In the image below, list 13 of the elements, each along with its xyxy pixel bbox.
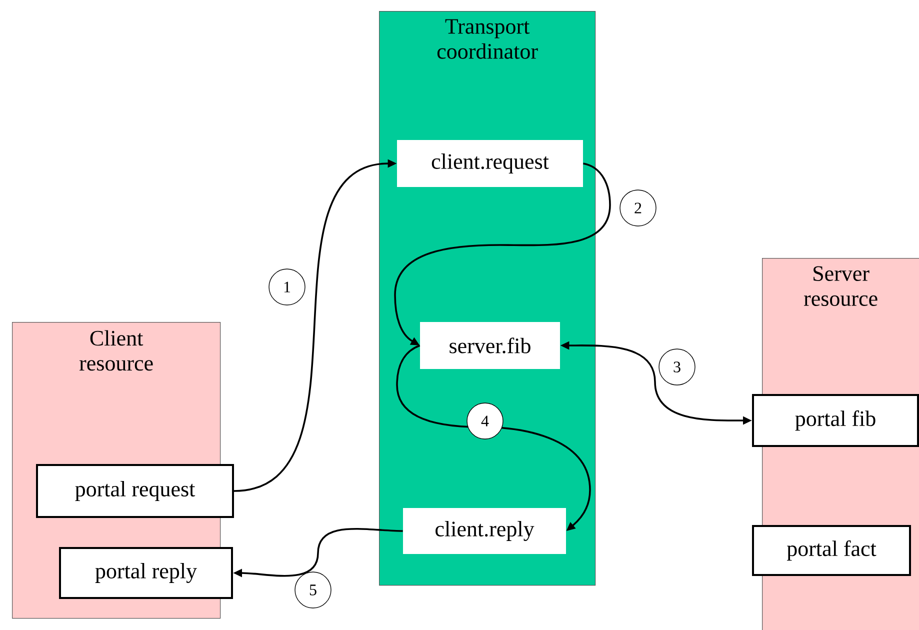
- portal-box: portal fact: [752, 525, 911, 576]
- portal-box: portal reply: [59, 547, 233, 599]
- portal-box: portal fib: [752, 394, 919, 447]
- step-number: 4: [466, 402, 504, 440]
- step-number: 3: [658, 348, 696, 386]
- channel-box: client.request: [397, 140, 583, 187]
- arrow: [394, 162, 611, 346]
- step-number: 2: [620, 190, 656, 226]
- channel-box: client.reply: [403, 508, 566, 554]
- step-number: 5: [294, 572, 332, 608]
- step-number: 1: [268, 268, 306, 306]
- channel-box: server.fib: [420, 322, 560, 369]
- portal-box: portal request: [36, 464, 234, 518]
